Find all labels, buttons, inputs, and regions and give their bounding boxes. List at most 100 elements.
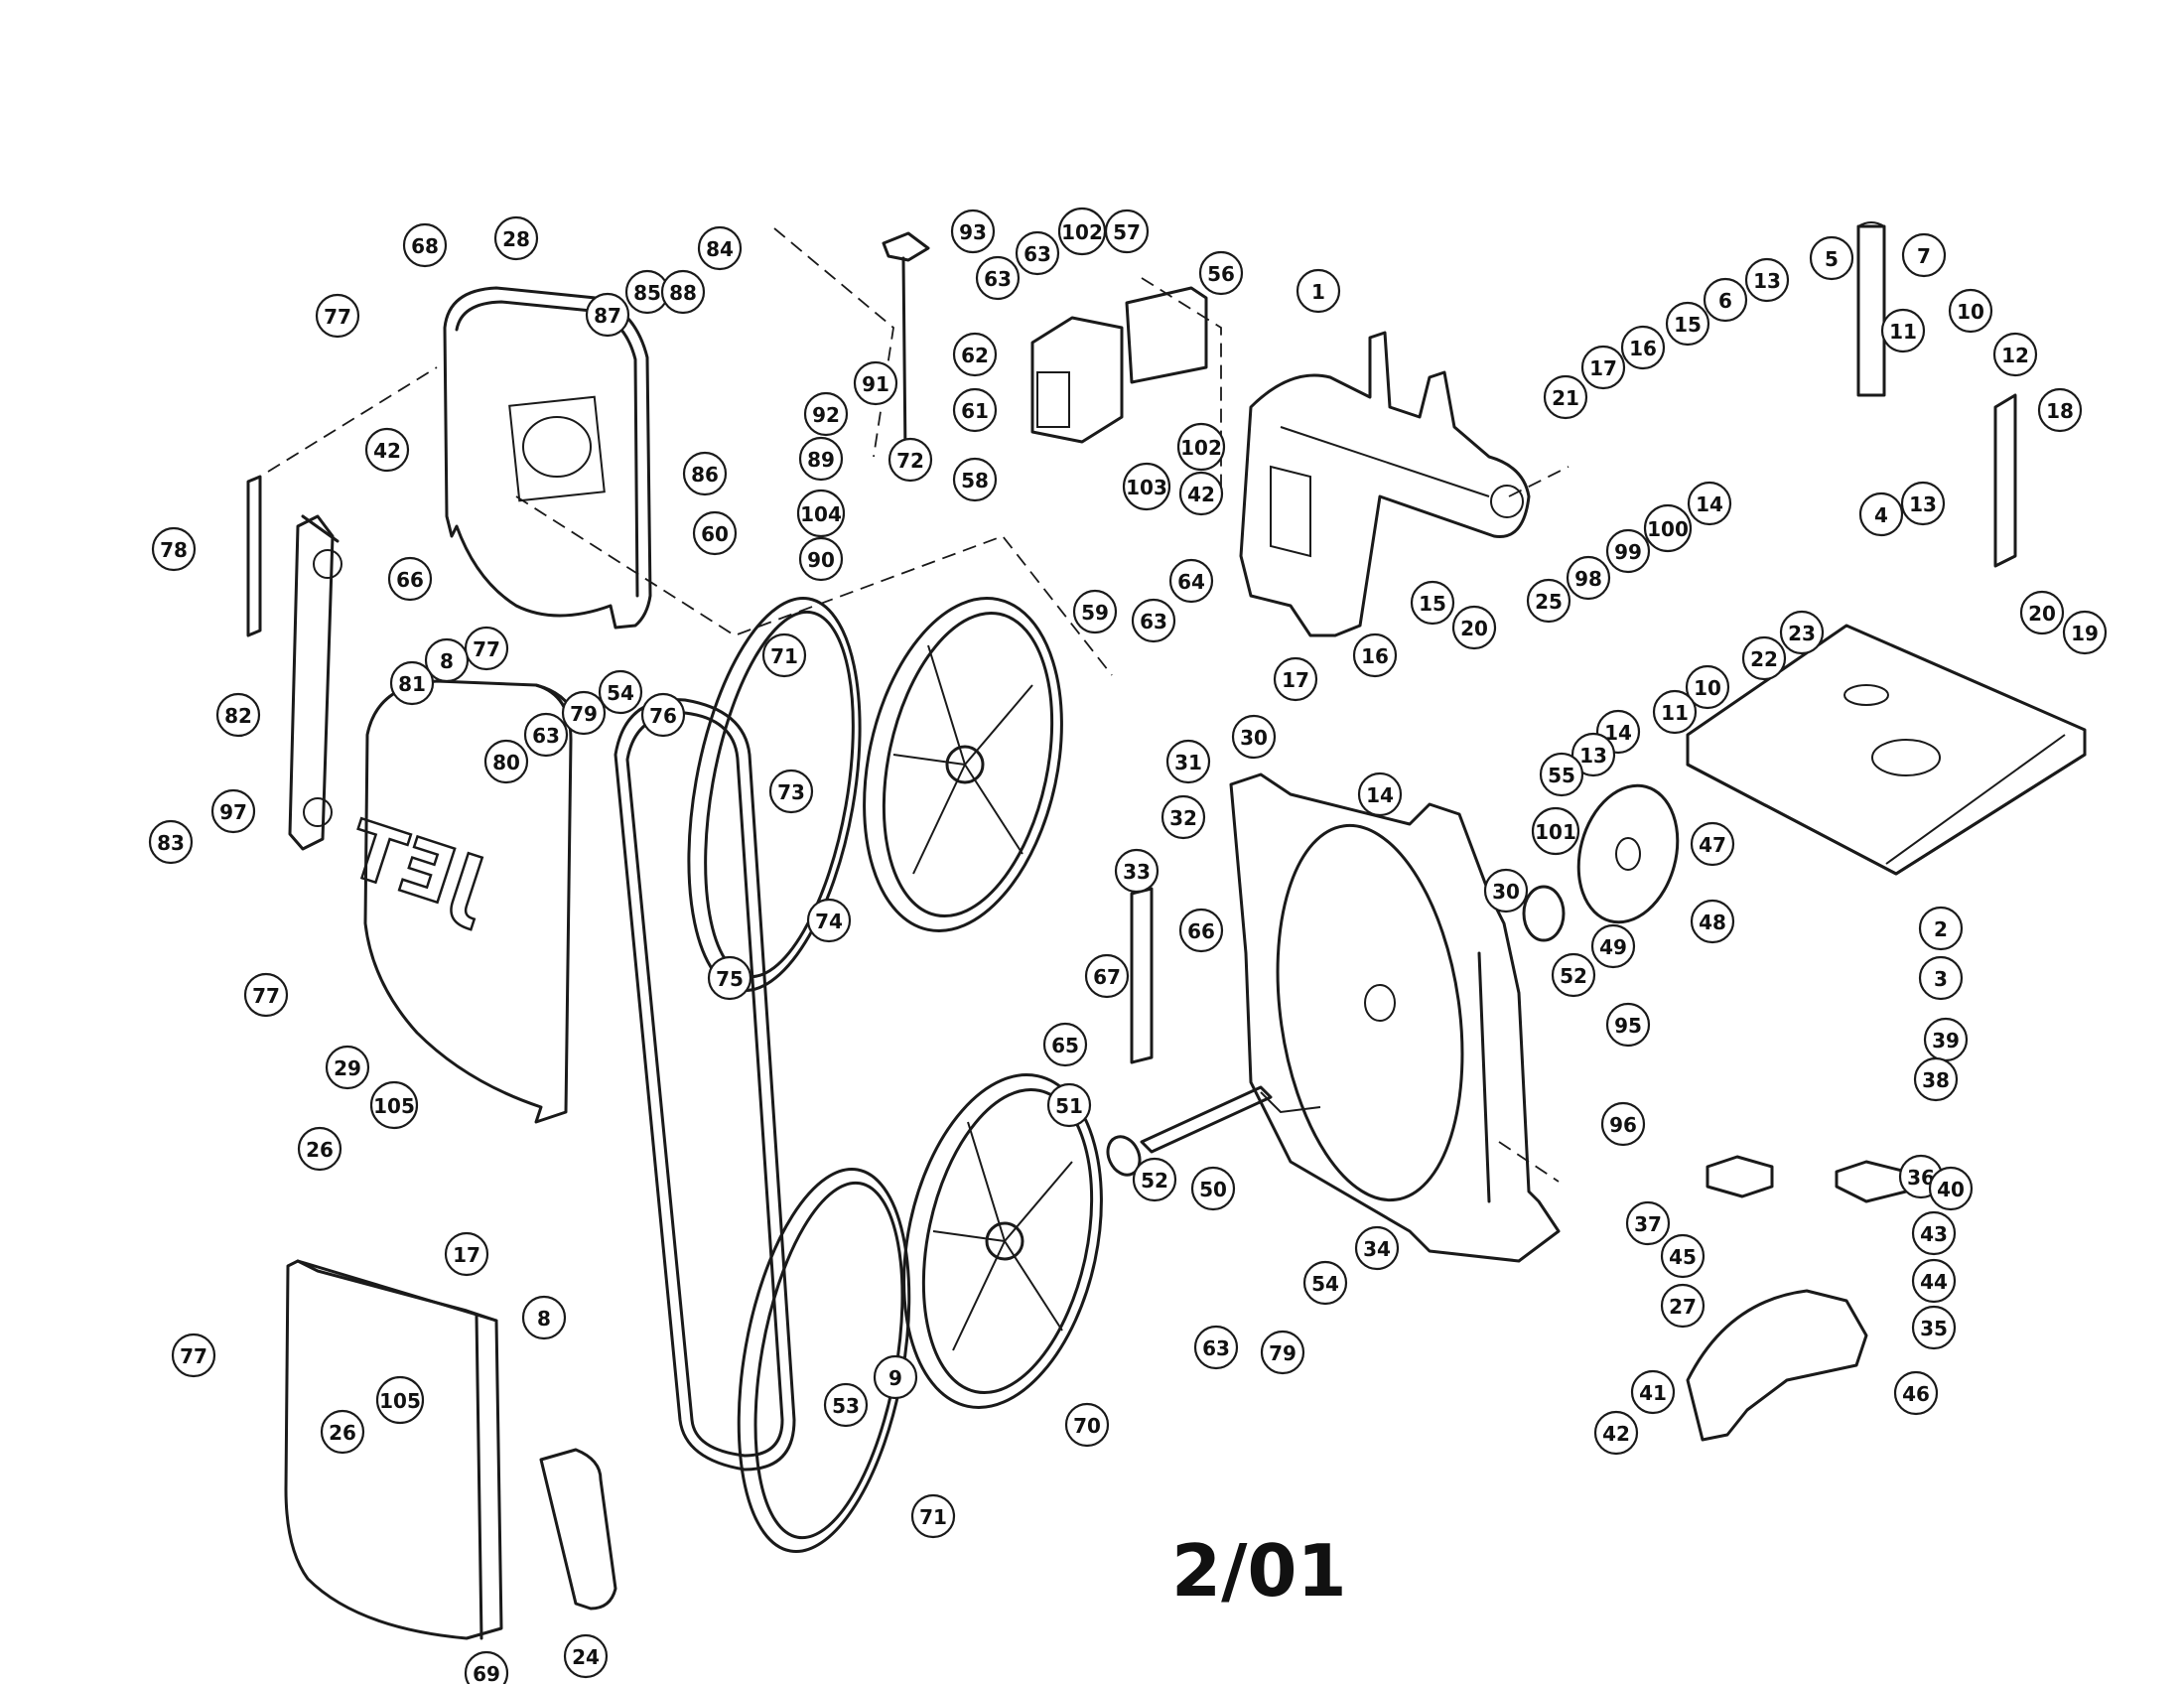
callout-label: 63 [1024, 242, 1051, 266]
callout-52: 52 [1132, 1157, 1177, 1202]
callout-label: 2 [1934, 917, 1948, 941]
callout-circle [1352, 632, 1398, 678]
callout-22: 22 [1741, 635, 1787, 681]
callout-label: 44 [1920, 1270, 1948, 1294]
callout-92: 92 [803, 391, 849, 437]
callout-52: 52 [1551, 952, 1596, 998]
callout-circle [910, 1493, 956, 1539]
callout-label: 32 [1169, 806, 1197, 830]
callout-81: 81 [389, 660, 435, 706]
callout-circle [1928, 1166, 1974, 1211]
callout-32: 32 [1160, 794, 1206, 840]
lower-wheel-housing [284, 1259, 617, 1640]
callout-19: 19 [2062, 610, 2108, 655]
callout-label: 76 [649, 704, 677, 728]
callout-circle [803, 391, 849, 437]
callout-label: 90 [807, 548, 835, 572]
callout-circle [1779, 610, 1825, 655]
callout-label: 15 [1419, 592, 1446, 616]
callout-circle [707, 955, 752, 1001]
callout-circle [1605, 528, 1651, 574]
callout-circle [1042, 1022, 1088, 1067]
callout-74: 74 [806, 898, 852, 943]
callout-86: 86 [682, 451, 728, 496]
callout-circle [768, 769, 814, 814]
callout-label: 5 [1825, 247, 1839, 271]
callout-7: 7 [1901, 232, 1947, 278]
callout-96: 96 [1600, 1101, 1646, 1147]
callout-56: 56 [1198, 250, 1244, 296]
callout-30: 30 [1483, 868, 1529, 913]
callout-101: 101 [1531, 806, 1580, 856]
callout-label: 19 [2071, 622, 2099, 645]
callout-circle [1901, 232, 1947, 278]
callout-71: 71 [761, 632, 807, 678]
callout-13: 13 [1570, 732, 1616, 777]
callout-88: 88 [660, 269, 706, 315]
callout-label: 66 [1187, 919, 1215, 943]
callout-63: 63 [1015, 230, 1060, 276]
callout-78: 78 [151, 526, 197, 572]
callout-label: 21 [1552, 386, 1579, 410]
callout-circle [561, 690, 607, 736]
callout-10: 10 [1685, 664, 1730, 710]
callout-label: 84 [706, 237, 734, 261]
table-trunnion [1686, 1155, 1908, 1442]
callout-44: 44 [1911, 1258, 1957, 1304]
callout-circle [1114, 848, 1160, 894]
callout-47: 47 [1690, 821, 1735, 867]
callout-34: 34 [1354, 1225, 1400, 1271]
callout-label: 79 [1269, 1341, 1297, 1365]
callout-circle [369, 1080, 419, 1130]
saw-blade-loop [614, 698, 796, 1472]
callout-46: 46 [1893, 1370, 1939, 1416]
callout-label: 81 [398, 672, 426, 696]
callout-label: 98 [1574, 567, 1602, 591]
jet-logo: JET [338, 805, 497, 933]
callout-circle [806, 898, 852, 943]
callout-circle [1643, 503, 1693, 553]
callout-label: 85 [633, 281, 661, 305]
callout-label: 80 [492, 751, 520, 774]
callout-50: 50 [1190, 1166, 1236, 1211]
callout-circle [1122, 462, 1171, 511]
callout-76: 76 [640, 692, 686, 738]
callout-circle [315, 293, 360, 339]
callout-16: 16 [1352, 632, 1398, 678]
callout-circle [1302, 1260, 1348, 1306]
callout-label: 57 [1113, 220, 1141, 244]
callout-105: 105 [375, 1375, 425, 1425]
callout-label: 39 [1932, 1029, 1960, 1052]
callout-circle [1580, 345, 1626, 390]
callout-label: 73 [777, 780, 805, 804]
callout-label: 14 [1696, 492, 1723, 516]
callout-label: 29 [334, 1056, 361, 1080]
callout-circle [1410, 580, 1455, 626]
callout-circle [1809, 235, 1854, 281]
callout-circle [1590, 923, 1636, 969]
callout-circle [1260, 1330, 1305, 1375]
callout-circle [1531, 806, 1580, 856]
callout-51: 51 [1046, 1082, 1092, 1128]
callout-circle [444, 1231, 489, 1277]
callout-circle [1620, 325, 1666, 370]
callout-label: 26 [306, 1138, 334, 1162]
callout-circle [1685, 664, 1730, 710]
callout-circle [1566, 555, 1611, 601]
callout-label: 59 [1081, 601, 1109, 625]
callout-label: 14 [1366, 783, 1394, 807]
callout-26: 26 [297, 1126, 342, 1172]
callout-circle [1483, 868, 1529, 913]
callout-label: 11 [1661, 701, 1689, 725]
callout-circle [1178, 471, 1224, 516]
callout-26: 26 [320, 1409, 365, 1455]
callout-label: 13 [1909, 492, 1937, 516]
callout-label: 17 [453, 1243, 480, 1267]
callout-84: 84 [697, 225, 743, 271]
callout-label: 37 [1634, 1212, 1662, 1236]
callout-label: 30 [1492, 880, 1520, 904]
callout-circle [1354, 1225, 1400, 1271]
tension-screw [882, 231, 930, 459]
callout-77: 77 [171, 1333, 216, 1378]
callout-79: 79 [1260, 1330, 1305, 1375]
